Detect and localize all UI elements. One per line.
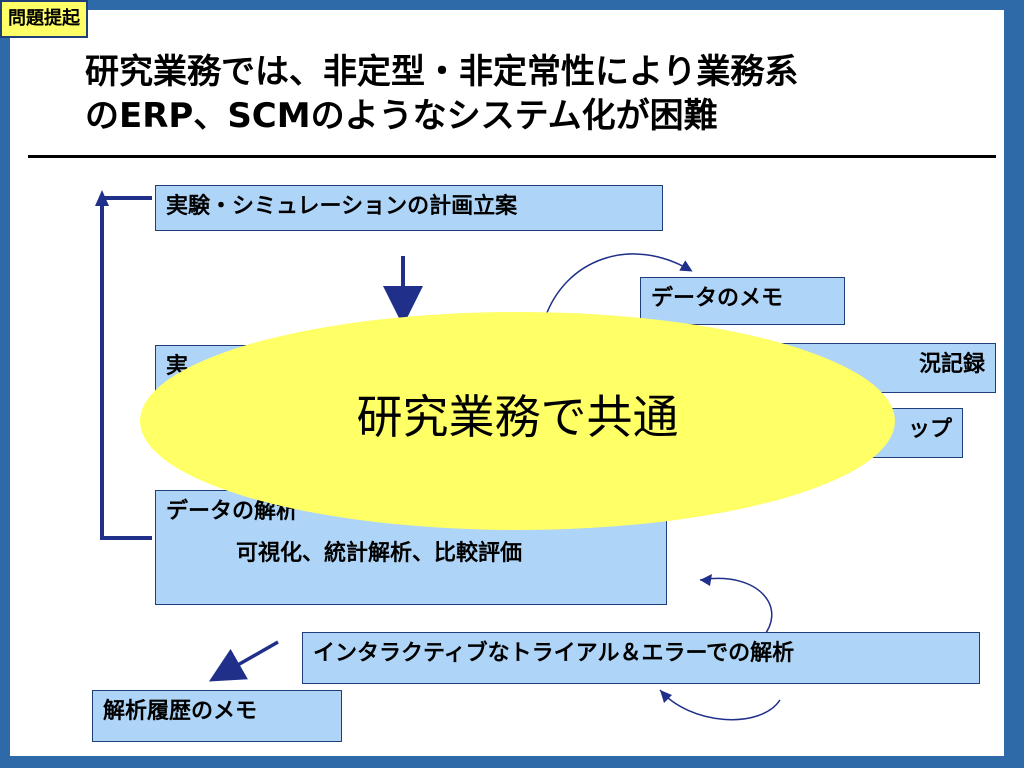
loop-arrow xyxy=(100,196,152,540)
section-tag: 問題提起 xyxy=(0,0,88,38)
common-label: 研究業務で共通 xyxy=(356,390,679,444)
loop-arrow-head xyxy=(95,190,109,206)
cycle-arrow-lower xyxy=(659,689,781,721)
diagonal-arrow xyxy=(208,640,279,682)
common-highlight-ellipse: 研究業務で共通 xyxy=(140,312,895,530)
history-box: 解析履歴のメモ xyxy=(92,690,342,742)
data-memo-box: データのメモ xyxy=(640,277,845,325)
cycle-arrow-upper xyxy=(699,577,773,641)
trial-box: インタラクティブなトライアル＆エラーでの解析 xyxy=(302,632,980,684)
cycle-arrow-top xyxy=(544,253,693,319)
title-line-1: 研究業務では、非定型・非定常性により業務系 xyxy=(85,52,799,92)
plan-box: 実験・シミュレーションの計画立案 xyxy=(155,185,663,231)
title-line-2: のERP、SCMのようなシステム化が困難 xyxy=(85,96,718,136)
analysis-sub-label: 可視化、統計解析、比較評価 xyxy=(236,541,523,566)
title-underline xyxy=(28,155,996,158)
slide-title: 研究業務では、非定型・非定常性により業務系 のERP、SCMのようなシステム化が… xyxy=(85,50,995,138)
